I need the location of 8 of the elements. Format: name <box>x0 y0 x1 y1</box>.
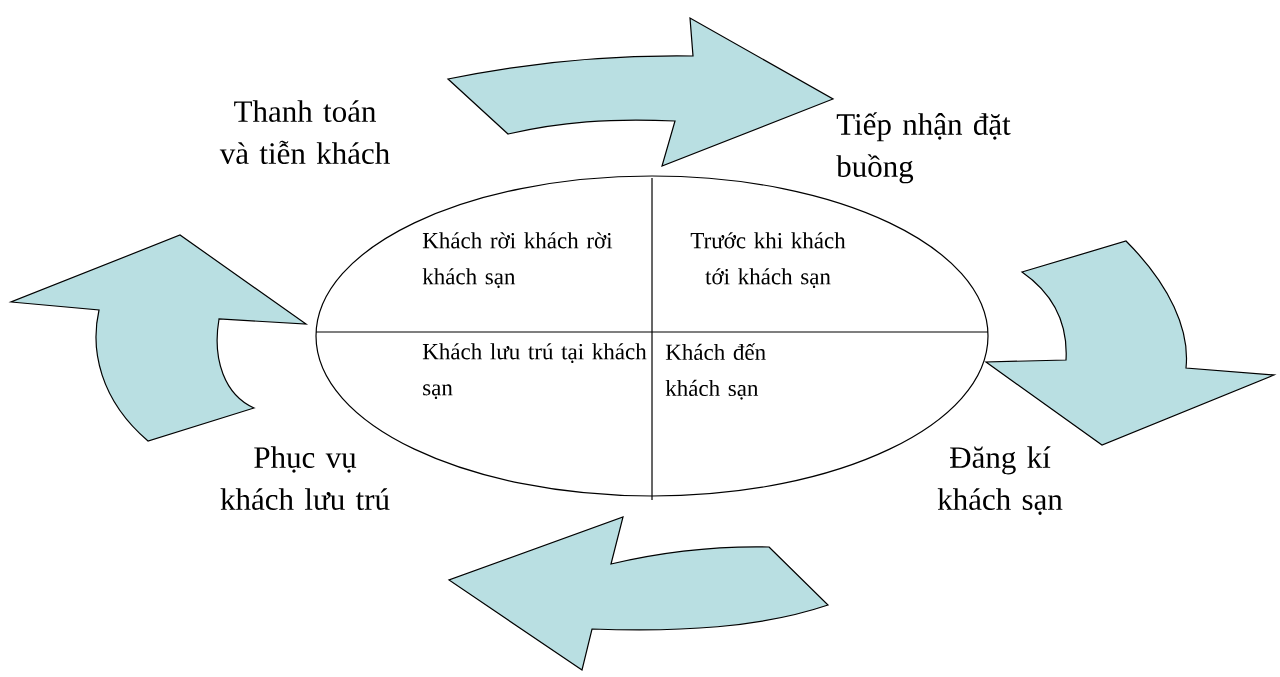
quadrant-text: Khách rời khách rời khách sạn <box>422 232 613 288</box>
stage-label: Tiếp nhận đặt buồng <box>836 112 1011 184</box>
stage-label: Phục vụ khách lưu trú <box>220 446 390 510</box>
quadrant-text: Khách đến khách sạn <box>665 343 766 400</box>
stage-label: Thanh toán và tiễn khách <box>219 100 390 165</box>
quadrant-text: Trước khi khách tới khách sạn <box>690 232 846 288</box>
stage-label: Đăng kí khách sạn <box>937 446 1063 515</box>
quadrant-text: Khách lưu trú tại khách sạn <box>422 343 647 399</box>
